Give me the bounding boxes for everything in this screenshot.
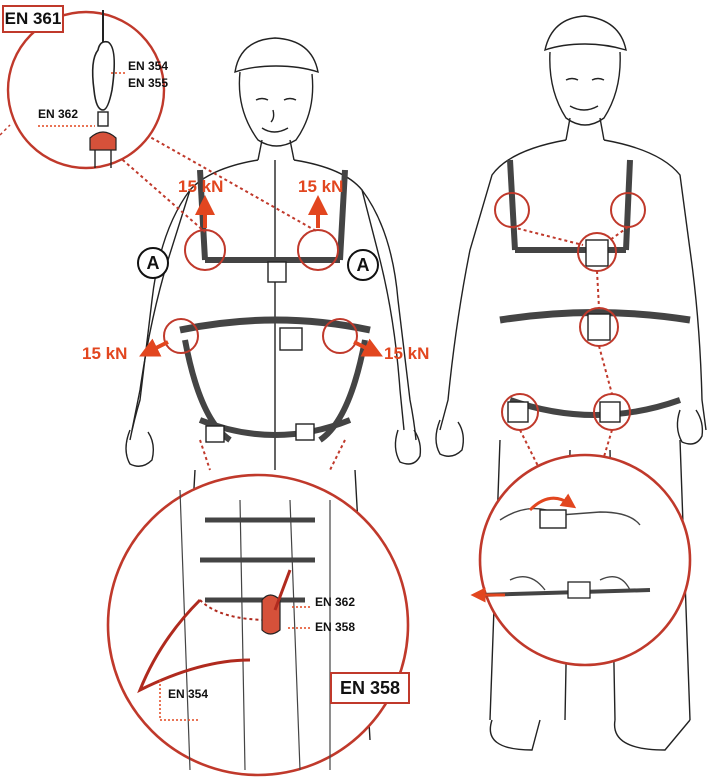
lanyard-detail <box>108 475 408 775</box>
en355-label: EN 355 <box>128 76 168 90</box>
en354-bottom-label: EN 354 <box>168 687 208 701</box>
anchor-marker-left: A <box>137 247 169 279</box>
en358-small-label: EN 358 <box>315 620 355 634</box>
buckle-detail <box>478 455 690 665</box>
en358-box-label: EN 358 <box>330 672 410 704</box>
attachment-highlights-front <box>100 120 357 470</box>
force-up-left-label: 15 kN <box>178 177 223 197</box>
force-up-right-label: 15 kN <box>298 177 343 197</box>
en361-label: EN 361 <box>2 5 64 33</box>
force-side-right-label: 15 kN <box>384 344 429 364</box>
force-side-left-label: 15 kN <box>82 344 127 364</box>
en362-top-label: EN 362 <box>38 107 78 121</box>
en362-bottom-label: EN 362 <box>315 595 355 609</box>
anchor-marker-right: A <box>347 249 379 281</box>
en354-top-label: EN 354 <box>128 59 168 73</box>
